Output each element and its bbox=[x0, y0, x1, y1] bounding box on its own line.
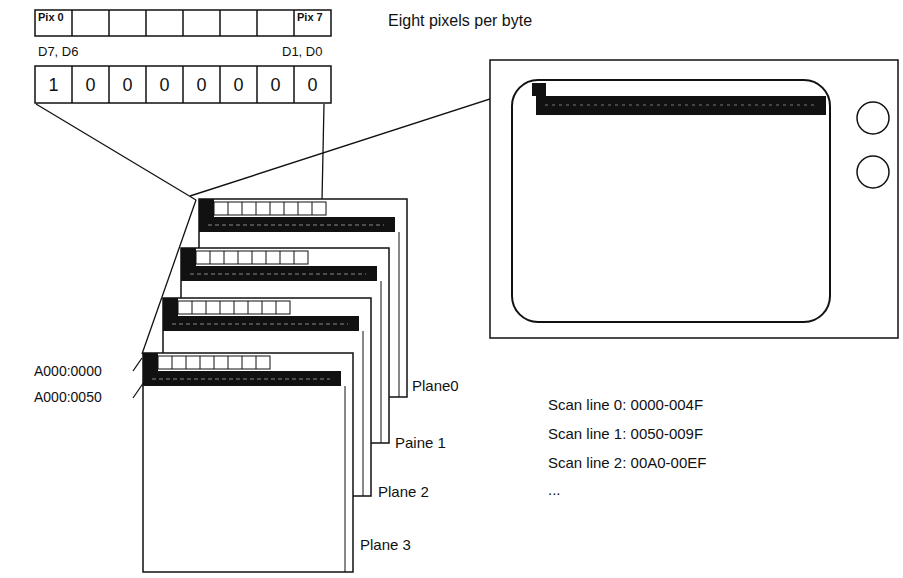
bit-value: 0 bbox=[122, 75, 132, 96]
pixel-row bbox=[35, 10, 331, 36]
bit-names: D1, D0 bbox=[282, 44, 322, 59]
pixel-index: Pix 0 bbox=[38, 11, 64, 23]
bit-row bbox=[35, 66, 331, 103]
pixel-index: Pix 7 bbox=[297, 11, 323, 23]
pointer-arrow bbox=[190, 90, 518, 196]
heading: Eight pixels per byte bbox=[388, 12, 532, 30]
bit-names: D7, D6 bbox=[38, 44, 78, 59]
bit-value: 0 bbox=[270, 75, 280, 96]
address-label: A000:0000 bbox=[34, 363, 102, 379]
scan-line-note: Scan line 1: 0050-009F bbox=[548, 425, 703, 442]
bit-value: 0 bbox=[307, 75, 317, 96]
plane-label: Plane 3 bbox=[360, 536, 411, 553]
monitor bbox=[490, 60, 898, 338]
bit-value: 0 bbox=[196, 75, 206, 96]
plane-label: Plane 2 bbox=[378, 483, 429, 500]
scan-line-note: Scan line 0: 0000-004F bbox=[548, 396, 703, 413]
scan-line-note: Scan line 2: 00A0-00EF bbox=[548, 454, 706, 471]
bit-value: 0 bbox=[159, 75, 169, 96]
plane-label: Plane0 bbox=[412, 377, 459, 394]
bit-value: 0 bbox=[233, 75, 243, 96]
plane-shape bbox=[142, 352, 354, 573]
scan-line-note: ... bbox=[548, 481, 561, 498]
memory-plane: Plane 3 bbox=[142, 352, 354, 573]
bit-value: 0 bbox=[85, 75, 95, 96]
plane-label: Paine 1 bbox=[395, 434, 446, 451]
bit-value: 1 bbox=[48, 75, 58, 96]
address-label: A000:0050 bbox=[34, 389, 102, 405]
